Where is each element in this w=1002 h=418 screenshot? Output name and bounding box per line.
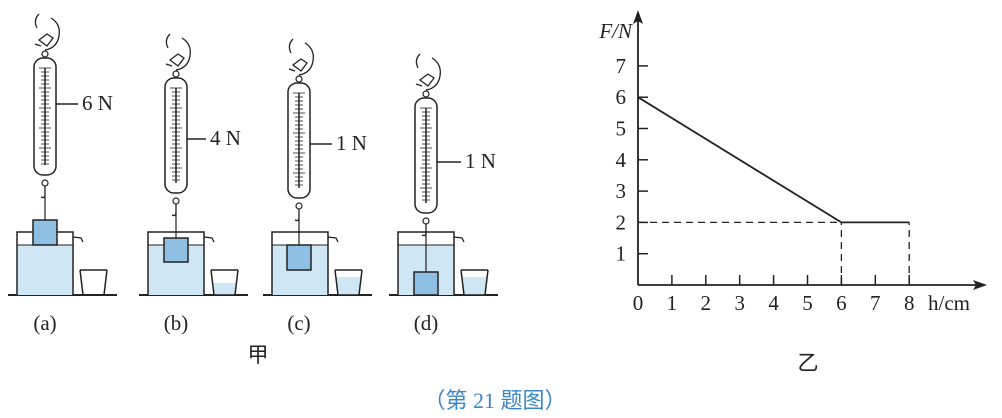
- setup-c: 1 N (c): [263, 38, 372, 335]
- y-tick-label: 1: [616, 242, 627, 266]
- figure-a-label: 甲: [248, 343, 269, 367]
- hand-icon: [34, 13, 60, 51]
- x-tick-label: 4: [768, 291, 779, 315]
- beaker: [210, 269, 239, 296]
- y-axis-arrow: [633, 10, 643, 24]
- setup-label: (d): [414, 311, 439, 335]
- scale-ring: [41, 50, 49, 58]
- y-axis-label: F/N: [598, 19, 633, 43]
- beaker: [460, 269, 489, 296]
- beaker: [334, 269, 363, 296]
- tank-water: [17, 245, 73, 295]
- y-tick-label: 4: [616, 148, 627, 172]
- scale-reading: 1 N: [465, 149, 496, 173]
- y-tick-label: 2: [616, 210, 627, 234]
- x-tick-label: 2: [701, 291, 712, 315]
- setup-label: (c): [287, 311, 310, 335]
- scale-reading: 4 N: [210, 126, 241, 150]
- spout: [203, 236, 215, 243]
- hook-ring: [422, 217, 430, 225]
- setup-d: 1 N (d): [389, 53, 498, 335]
- apparatus-group: 6 N (a) 4 N (b) 1 N (c) 1 N (d): [8, 13, 498, 335]
- hand-icon: [415, 53, 441, 91]
- hook: [294, 209, 300, 222]
- setup-label: (b): [164, 311, 189, 335]
- hook: [421, 224, 427, 237]
- spout: [453, 236, 465, 243]
- beaker: [79, 269, 108, 296]
- series-line: [637, 96, 910, 224]
- hook-ring: [172, 197, 180, 205]
- x-axis-label: h/cm: [928, 291, 970, 315]
- y-tick-label: 5: [616, 117, 627, 141]
- x-tick-label: 5: [802, 291, 813, 315]
- scale-reading: 6 N: [82, 91, 113, 115]
- scale-ring: [295, 75, 303, 83]
- scale-reading: 1 N: [336, 131, 367, 155]
- y-tick-label: 7: [616, 54, 627, 78]
- beaker-water: [212, 283, 237, 295]
- beaker-water: [336, 277, 361, 295]
- x-axis-arrow: [973, 280, 987, 290]
- figure-b-label: 乙: [798, 351, 819, 375]
- scale-ring: [172, 70, 180, 78]
- beaker-water: [462, 277, 487, 295]
- hand-icon: [165, 33, 191, 71]
- block: [286, 244, 312, 271]
- hand-icon: [288, 38, 314, 76]
- hook-ring: [41, 179, 49, 187]
- spout: [72, 236, 84, 243]
- block: [163, 237, 189, 263]
- hook: [40, 186, 46, 199]
- x-tick-label: 8: [904, 291, 915, 315]
- hook-ring: [295, 202, 303, 210]
- setup-a: 6 N (a): [8, 13, 117, 335]
- hook: [171, 204, 177, 217]
- block: [32, 219, 58, 246]
- figure-caption: （第 21 题图）: [423, 388, 566, 413]
- x-tick-label: 0: [633, 291, 644, 315]
- x-tick-label: 3: [734, 291, 745, 315]
- overflow-tank: [271, 231, 329, 295]
- scale-ring: [422, 90, 430, 98]
- setup-b: 4 N (b): [139, 33, 248, 335]
- y-tick-label: 6: [616, 85, 627, 109]
- block: [413, 271, 439, 296]
- x-tick-label: 1: [667, 291, 678, 315]
- spout: [327, 236, 339, 243]
- y-tick-label: 3: [616, 179, 627, 203]
- x-tick-label: 6: [836, 291, 847, 315]
- x-tick-label: 7: [870, 291, 881, 315]
- setup-label: (a): [33, 311, 56, 335]
